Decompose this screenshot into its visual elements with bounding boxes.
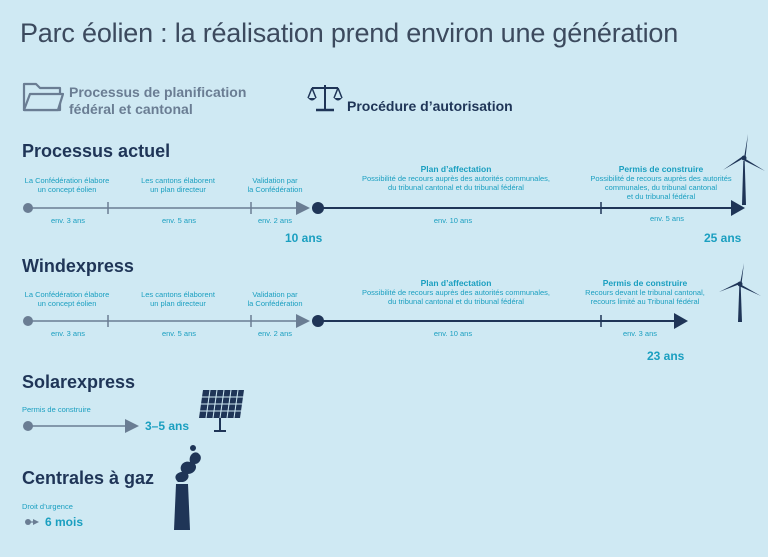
duration-label: env. 10 ans (433, 216, 473, 225)
duration-label: env. 3 ans (50, 216, 86, 225)
solar-panel-icon (199, 389, 244, 432)
smokestack-icon (174, 445, 201, 530)
section-title-windexpress: Windexpress (22, 256, 134, 276)
step-label: Permis de construire (22, 405, 91, 414)
total-label: 3–5 ans (145, 419, 190, 433)
duration-label: env. 5 ans (161, 329, 197, 338)
duration-label: env. 10 ans (433, 329, 473, 338)
total-label: 6 mois (45, 515, 84, 529)
step-label: Plan d’affectation Possibilité de recour… (361, 164, 551, 193)
step-label: Plan d’affectation Possibilité de recour… (361, 278, 551, 307)
step-label: Droit d’urgence (22, 502, 73, 511)
section-title-actuel: Processus actuel (22, 141, 171, 161)
duration-label: env. 5 ans (649, 214, 685, 223)
duration-label: env. 3 ans (50, 329, 86, 338)
page-title: Parc éolien : la réalisation prend envir… (20, 18, 679, 48)
section-title-solarexpress: Solarexpress (22, 372, 136, 392)
step-label: Permis de construire Recours devant le t… (585, 278, 705, 307)
section-title-gaz: Centrales à gaz (22, 468, 155, 488)
total-label: 23 ans (647, 349, 685, 363)
duration-label: env. 3 ans (622, 329, 658, 338)
duration-label: env. 5 ans (161, 216, 197, 225)
duration-label: env. 2 ans (257, 216, 293, 225)
legend-planning: Processus de planification fédéral et ca… (69, 84, 247, 117)
subtotal-label: 10 ans (285, 231, 323, 245)
wind-turbine-icon (719, 263, 761, 322)
duration-label: env. 2 ans (257, 329, 293, 338)
total-label: 25 ans (704, 231, 742, 245)
step-label: Permis de construire Possibilité de reco… (590, 164, 732, 202)
wind-turbine-icon (723, 134, 765, 205)
folder-icon (22, 82, 64, 112)
scales-icon (307, 85, 343, 112)
legend-authorization: Procédure d’autorisation (347, 98, 513, 114)
